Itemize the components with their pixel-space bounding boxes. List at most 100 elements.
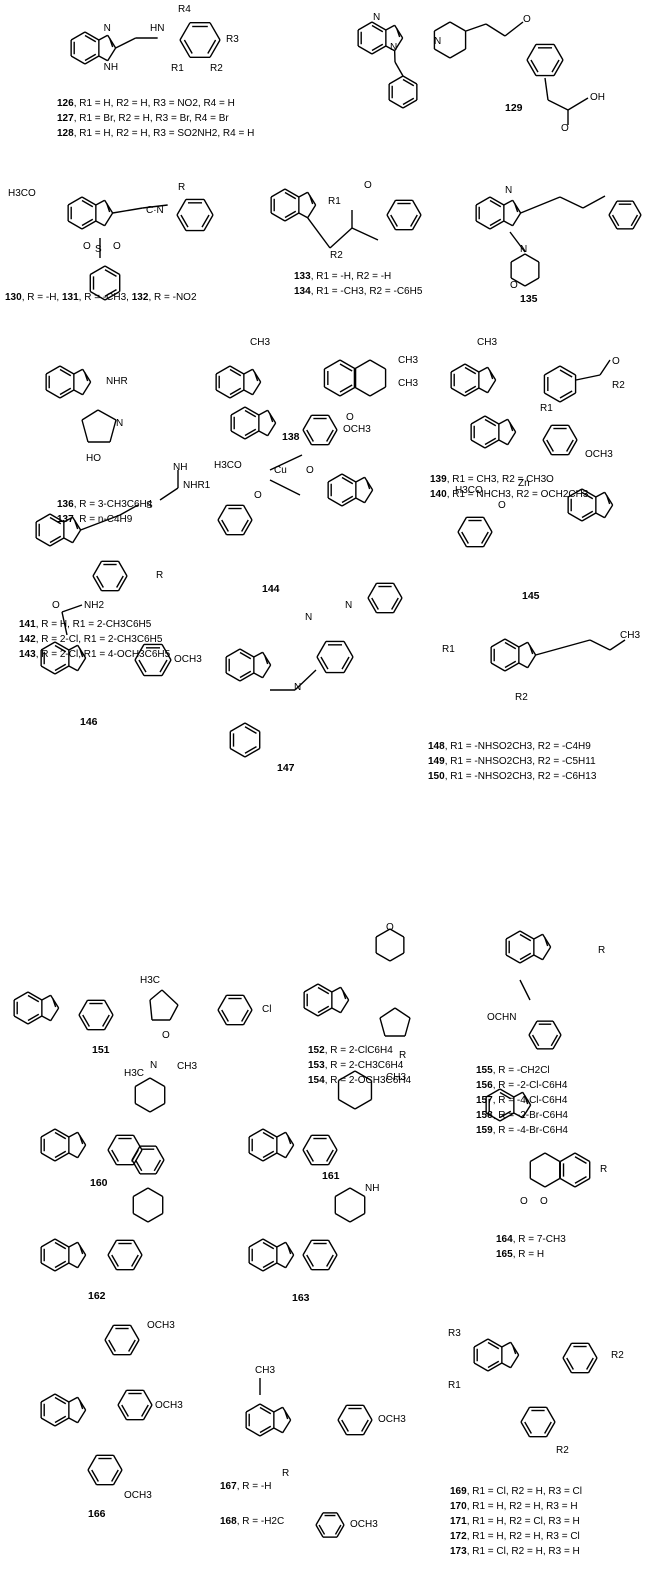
s164-benzo-double xyxy=(574,1156,587,1164)
s136-benzene xyxy=(59,365,75,375)
s144-aryl-b xyxy=(242,519,253,536)
s146-imidazole xyxy=(68,644,78,651)
s133-phenyl xyxy=(386,199,397,216)
s130-imidazole xyxy=(95,220,105,227)
s141-benzene xyxy=(35,513,51,523)
caption-173-number: 173 xyxy=(450,1546,467,1557)
s138-imidazole xyxy=(243,389,253,396)
s129-phenyl-double xyxy=(530,59,539,73)
s144-bzim-a-imidazole xyxy=(267,409,277,424)
s148-imidazole xyxy=(518,662,528,669)
label-160: 160 xyxy=(90,1177,108,1189)
caption-164-text: , R = 7-CH3 xyxy=(512,1234,566,1245)
caption-159-text: , R = -4-Br-C6H4 xyxy=(492,1125,568,1136)
s126-benzene-double xyxy=(84,53,97,62)
s162-phenyl xyxy=(131,1159,141,1175)
s141-imidazole xyxy=(72,516,82,531)
s141-benzene xyxy=(35,537,51,547)
caption-128: 128, R1 = H, R2 = H, R3 = SO2NH2, R4 = H xyxy=(57,127,254,140)
s164-pyranone xyxy=(544,1177,561,1188)
caption-159-number: 159 xyxy=(476,1125,493,1136)
s147-phenyl-a xyxy=(343,656,354,673)
s133-benzene-double xyxy=(284,191,297,200)
s139-pyrimidine xyxy=(544,365,561,376)
s146-phenyl xyxy=(161,644,172,661)
s145-aryl-a-double xyxy=(566,439,574,452)
s151-phenyl-a-double xyxy=(82,1014,90,1027)
s152-oxadiazole xyxy=(379,1017,386,1037)
s144-aryl-a-double xyxy=(306,429,314,442)
s144-bzim-b-benzene-double xyxy=(341,495,354,504)
s141-benzene xyxy=(49,537,65,547)
s141-nh: NH xyxy=(173,462,188,473)
s141-ch2s xyxy=(119,504,139,516)
s155-phenyl xyxy=(552,1020,562,1036)
s126-imidazole xyxy=(98,55,108,62)
s167-phenyl xyxy=(337,1419,348,1436)
s147-n1: N xyxy=(305,612,313,623)
s161-pyrazine xyxy=(327,1149,338,1166)
s167-benzene-double xyxy=(259,1406,272,1415)
caption-167-number: 167 xyxy=(220,1481,237,1492)
s151-pyrazolone xyxy=(161,989,179,1006)
s155-r: R xyxy=(598,945,606,956)
s129-phenyl xyxy=(526,44,537,61)
s135-n2: N xyxy=(520,244,528,255)
s145-bzim-a-imidazole xyxy=(507,431,517,446)
s138-cyclohexenone xyxy=(354,359,371,370)
s164-pyranone xyxy=(544,1152,561,1163)
s161-diazepane xyxy=(354,1070,372,1082)
s135-n1: N xyxy=(505,185,513,196)
s139-pyrimidine-double xyxy=(559,390,573,399)
s148-r2: R2 xyxy=(515,692,528,703)
s135-imidazole xyxy=(503,199,513,206)
s138-ch3: CH3 xyxy=(250,337,271,348)
s163-piperazine xyxy=(334,1187,351,1198)
s133-phenyl xyxy=(411,214,422,231)
s145-bzim-b-imidazole xyxy=(595,512,605,519)
caption-126: 126, R1 = H, R2 = H, R3 = NO2, R4 = H xyxy=(57,97,235,110)
s136-imidazole xyxy=(73,368,83,375)
s139-o: O xyxy=(612,356,620,367)
s141-ch2s xyxy=(80,514,121,531)
s147-imidazole xyxy=(262,664,272,679)
caption-164-number: 164 xyxy=(496,1234,513,1245)
caption-139: 139, R1 = CH3, R2 = CH3 xyxy=(430,473,546,486)
s152-oxadiazole xyxy=(404,1017,411,1037)
s146-phenyl xyxy=(161,659,172,676)
s151-phenyl-a xyxy=(78,1014,89,1031)
s141-imidazole xyxy=(63,516,73,523)
s136-benzene xyxy=(59,389,75,399)
s129-benzene xyxy=(371,21,387,31)
caption-150: 150, R1 = -NHSO2CH3, R2 = -C6H13 xyxy=(428,770,596,783)
s133-imidazole xyxy=(298,212,308,219)
s138-pyrimidine xyxy=(339,359,356,370)
s139-imidazole xyxy=(487,366,497,381)
s162-pyrazine xyxy=(132,1239,143,1256)
s160-benzene xyxy=(40,1128,56,1138)
s139-acyl xyxy=(599,359,611,376)
label-151: 151 xyxy=(92,1044,110,1056)
s141-benzyl xyxy=(117,560,128,577)
s145-bzim-b-cn-double xyxy=(605,494,611,505)
label-161: 161 xyxy=(322,1170,340,1182)
s163-pyrazine xyxy=(302,1239,313,1256)
s163-imidazole xyxy=(285,1254,295,1269)
s135-imidazole xyxy=(512,212,522,227)
s162-phenyl-double xyxy=(153,1159,162,1172)
s166-aryl-a xyxy=(129,1339,140,1356)
caption-140: 140, R1 = NHCH3, R2 = OCH2CH3 xyxy=(430,488,588,501)
caption-152-text: , R = 2-ClC6H4 xyxy=(324,1045,393,1056)
s130-phenylsulfonyl-double xyxy=(104,269,117,277)
s160-imidazole xyxy=(77,1131,87,1146)
caption-139-number: 139 xyxy=(430,474,447,485)
s152-oxadiazole xyxy=(394,1007,411,1019)
s136-imidazole xyxy=(82,368,92,383)
s151-phenyl-b xyxy=(242,994,253,1011)
s164-benzene xyxy=(499,1112,515,1122)
s144-bzim-a-imidazole xyxy=(258,430,268,437)
s138-imidazole xyxy=(243,368,253,375)
caption-133-number: 133 xyxy=(294,271,311,282)
caption-173-text: , R1 = Cl, R2 = H, R3 = H xyxy=(466,1546,580,1557)
s151-phenyl-a xyxy=(103,1014,114,1031)
